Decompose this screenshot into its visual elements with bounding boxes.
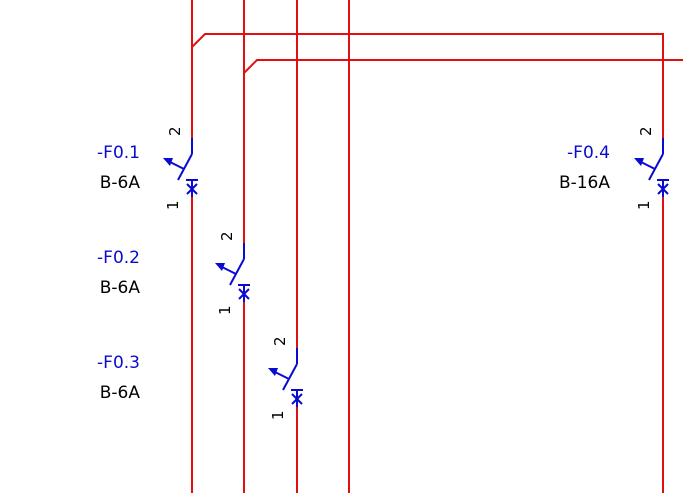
- breaker-pin-bottom: 1: [269, 410, 287, 420]
- breaker-3: 2 1 -F0.3B-6A: [97, 336, 303, 420]
- breaker-trip-arrow: [274, 371, 290, 380]
- breaker-trip-arrow: [640, 161, 656, 170]
- breaker-pin-top: 2: [271, 336, 289, 346]
- breaker-pin-top: 2: [637, 126, 655, 136]
- arrow-head-icon: [163, 158, 173, 166]
- breakers: 21-F0.1B-6A21-F0.2B-6A21-F0.3B-6A21-F0.4…: [97, 126, 669, 420]
- breaker-blade: [282, 363, 298, 391]
- wiring: [191, 0, 683, 493]
- breaker-tag: -F0.3: [97, 353, 140, 373]
- breaker-pin-top: 2: [166, 126, 184, 136]
- arrow-head-icon: [215, 263, 225, 271]
- breaker-trip-arrow: [221, 266, 237, 275]
- breaker-tag: -F0.1: [97, 143, 140, 163]
- breaker-rating: B-6A: [100, 383, 141, 403]
- breaker-cross-b: [238, 288, 250, 300]
- breaker-blade: [177, 153, 193, 181]
- arrow-head-icon: [634, 158, 644, 166]
- breaker-blade: [648, 153, 664, 181]
- breaker-pin-bottom: 1: [635, 200, 653, 210]
- breaker-tag: -F0.4: [567, 143, 610, 163]
- breaker-cross-b: [186, 183, 198, 195]
- breaker-pin-top: 2: [218, 231, 236, 241]
- breaker-4: 2 1 -F0.4B-16A: [559, 126, 669, 210]
- breaker-rating: B-6A: [100, 173, 141, 193]
- breaker-rating: B-16A: [559, 173, 610, 193]
- breaker-trip-arrow: [169, 161, 185, 170]
- breaker-1: 2 1 -F0.1B-6A: [97, 126, 198, 210]
- arrow-head-icon: [268, 368, 278, 376]
- breaker-cross-b: [291, 393, 303, 405]
- breaker-pin-bottom: 1: [164, 200, 182, 210]
- breaker-rating: B-6A: [100, 278, 141, 298]
- breaker-2: 2 1 -F0.2B-6A: [97, 231, 250, 315]
- wire-branch-1: [191, 33, 664, 138]
- breaker-tag: -F0.2: [97, 248, 140, 268]
- breaker-cross-b: [657, 183, 669, 195]
- breaker-pin-bottom: 1: [216, 305, 234, 315]
- breaker-blade: [229, 258, 245, 286]
- wire-branch-2: [243, 59, 683, 74]
